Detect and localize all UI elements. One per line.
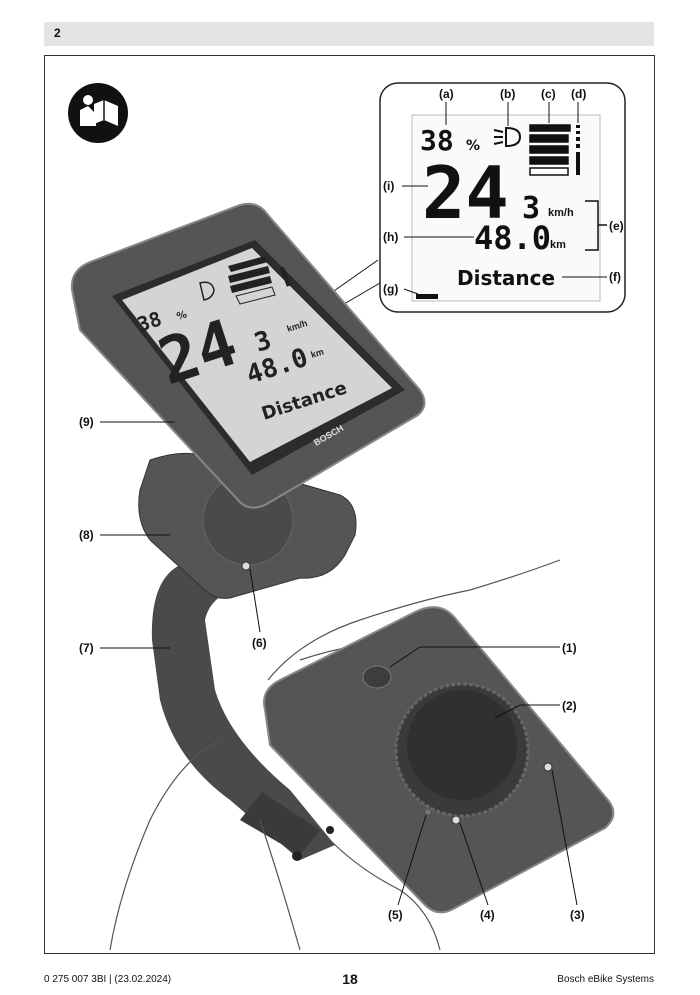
callout-e: (e) xyxy=(609,219,624,233)
callout-i: (i) xyxy=(383,179,395,193)
lcd-battery-unit: % xyxy=(466,138,480,154)
display-device xyxy=(70,202,426,509)
callout-b: (b) xyxy=(500,87,516,101)
device-screen-content xyxy=(199,256,291,305)
callout-g: (g) xyxy=(383,282,399,296)
footer-doc-id: 0 275 007 3BI | (23.02.2024) xyxy=(44,974,172,985)
lcd-screen-label: Distance xyxy=(457,266,555,290)
assist-level-bars xyxy=(529,124,571,176)
status-indicator xyxy=(416,294,438,299)
figure-frame xyxy=(44,55,655,954)
callout-9: (9) xyxy=(79,415,94,429)
remote-control xyxy=(263,606,615,914)
mount-arm xyxy=(151,565,335,860)
headlight-icon xyxy=(493,126,522,148)
callout-5: (5) xyxy=(388,908,403,922)
footer-brand: Bosch eBike Systems xyxy=(557,974,654,985)
callout-8: (8) xyxy=(79,528,94,542)
read-manual-icon xyxy=(68,83,128,143)
power-meter xyxy=(576,125,580,175)
lcd-speed-unit: km/h xyxy=(548,207,574,219)
lcd-speed-main: 24 xyxy=(422,151,509,235)
device-distance-unit: km xyxy=(310,346,325,360)
callout-7: (7) xyxy=(79,641,94,655)
callout-3: (3) xyxy=(570,908,585,922)
callout-a: (a) xyxy=(439,87,454,101)
callout-2: (2) xyxy=(562,699,577,713)
lcd-distance-value: 48.0 xyxy=(474,219,551,257)
header-page-number: 2 xyxy=(54,26,61,40)
lcd-distance-unit: km xyxy=(550,239,566,251)
callout-f: (f) xyxy=(609,270,621,284)
callout-d: (d) xyxy=(571,87,587,101)
callout-4: (4) xyxy=(480,908,495,922)
page-header-bar: 2 xyxy=(44,22,654,46)
callout-6: (6) xyxy=(252,636,267,650)
footer-page-number: 18 xyxy=(342,971,358,987)
callout-1: (1) xyxy=(562,641,577,655)
rider-hand xyxy=(109,559,561,951)
lcd-battery: 38 xyxy=(420,124,454,157)
lcd-speed-decimal: 3 xyxy=(522,191,540,226)
callout-c: (c) xyxy=(541,87,556,101)
device-battery-unit: % xyxy=(176,309,189,323)
callout-h: (h) xyxy=(383,230,399,244)
